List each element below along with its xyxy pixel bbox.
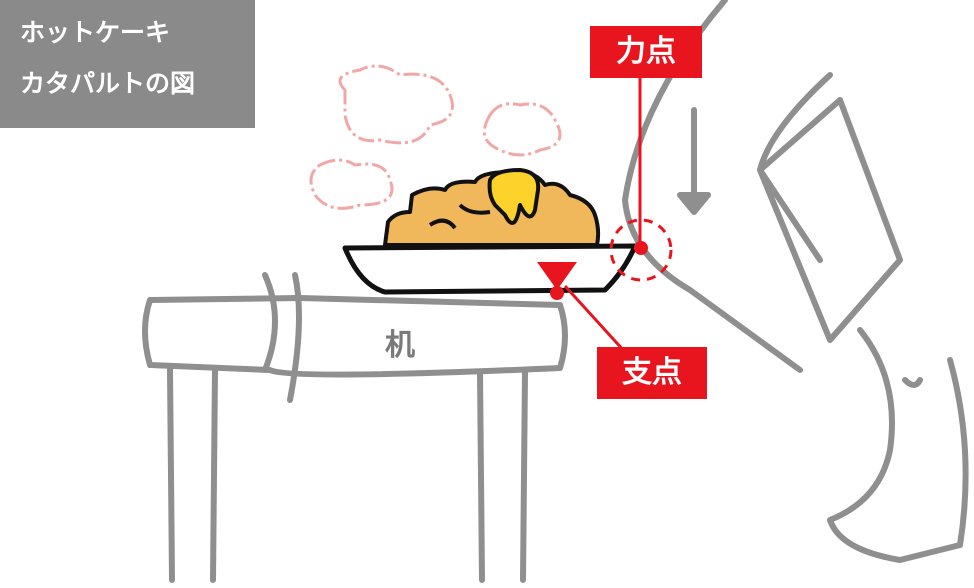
desk-break: [262, 272, 302, 403]
desk-label: 机: [385, 328, 415, 363]
lower-leg: [827, 327, 969, 563]
diagram-title: ホットケーキ カタパルトの図: [0, 0, 255, 128]
fulcrum-marker: [537, 262, 627, 354]
desk-leg-right: [477, 369, 528, 583]
desk-leg-left: [167, 367, 218, 583]
plate: [342, 243, 638, 295]
pancakes: [383, 168, 601, 247]
effort-point-marker: [609, 75, 673, 282]
title-line-1: ホットケーキ: [20, 18, 171, 47]
steam-icon: [309, 64, 562, 210]
desk-top: [142, 295, 568, 378]
effort-point-label: 力点: [590, 26, 702, 78]
fulcrum-label: 支点: [597, 347, 707, 399]
title-line-2: カタパルトの図: [20, 69, 196, 98]
knee-boot: [757, 97, 903, 343]
